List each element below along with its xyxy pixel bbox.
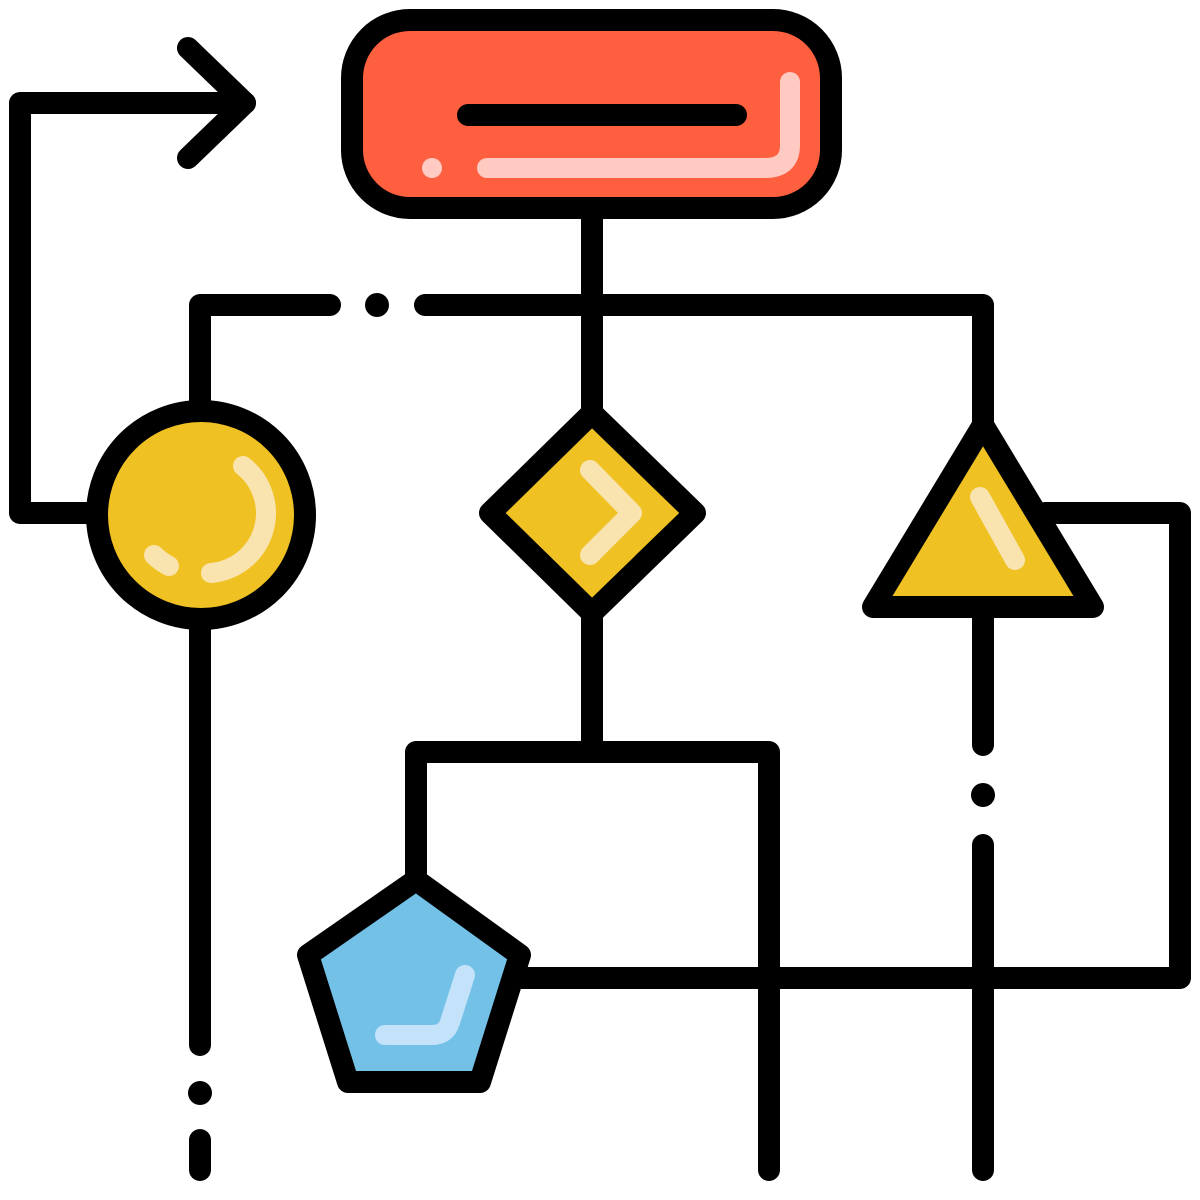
highlight <box>201 456 276 583</box>
highlight <box>970 487 1025 570</box>
highlight-dot <box>422 158 442 178</box>
connector-lines <box>9 37 1191 1181</box>
dash-dot <box>365 293 389 317</box>
split-box-line <box>405 741 780 1181</box>
arrow-head-icon <box>177 37 256 169</box>
start-box <box>341 9 842 219</box>
highlight <box>580 460 642 565</box>
dash-dot <box>971 783 995 807</box>
circle-node <box>86 400 316 630</box>
highlight-dot <box>144 545 179 576</box>
branch-right <box>414 294 994 436</box>
decision-diamond <box>479 402 706 624</box>
branch-left <box>189 294 341 421</box>
triangle-node <box>862 414 1104 618</box>
highlight <box>477 72 800 178</box>
loop-arrow-line <box>9 92 256 524</box>
triangle-loop-line <box>509 502 1191 989</box>
pentagon-node <box>297 869 531 1093</box>
highlight <box>375 965 475 1045</box>
dash-dot <box>188 1081 212 1105</box>
